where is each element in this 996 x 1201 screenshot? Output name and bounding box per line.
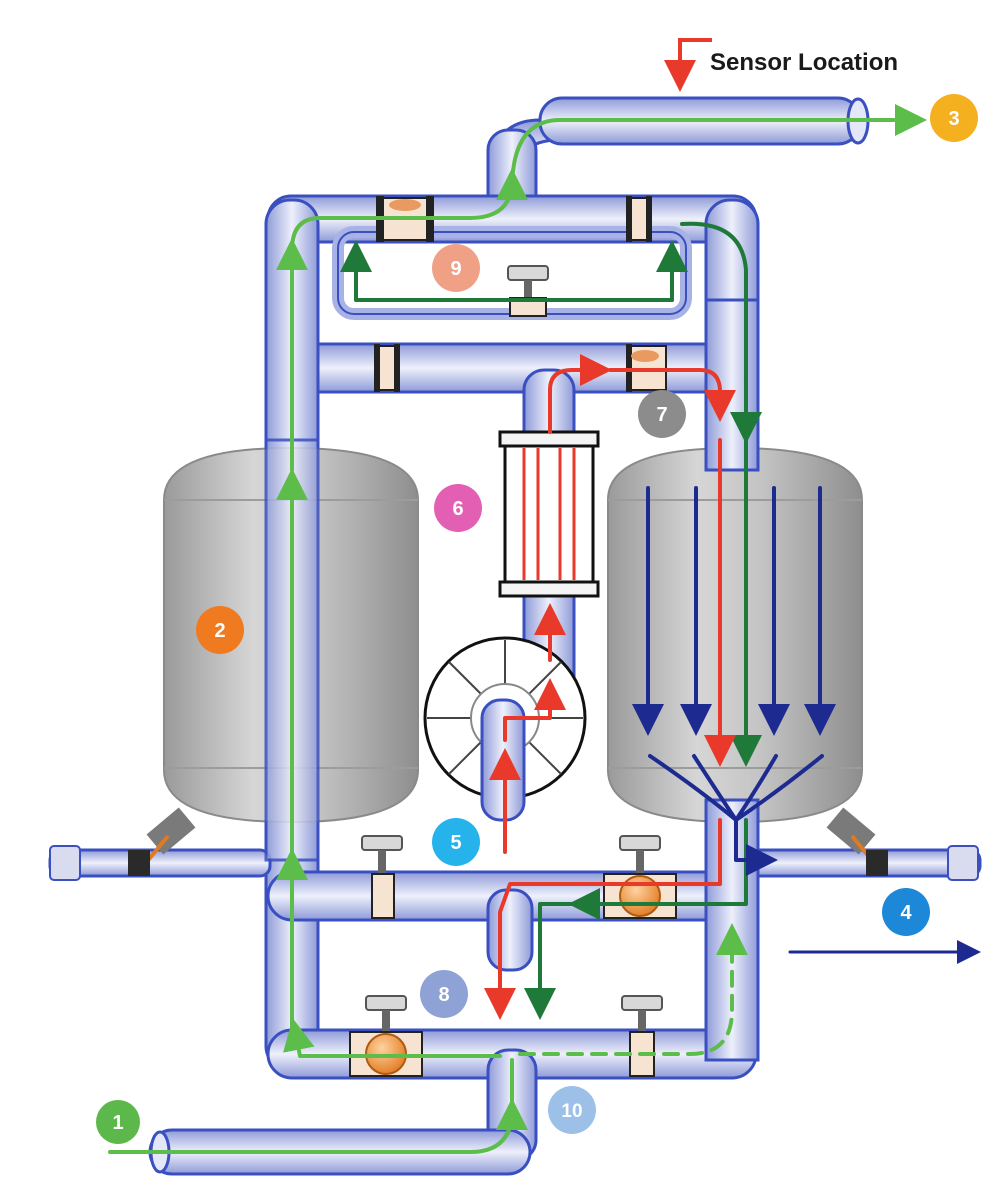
legend-label: Sensor Location	[710, 49, 898, 76]
badge-6: 6	[434, 484, 482, 532]
badge-8-label: 8	[438, 984, 449, 1006]
check-valve-top-right	[626, 196, 652, 242]
red-cross	[608, 368, 736, 422]
sensor-location-arrow	[664, 38, 712, 92]
green-flow-top	[290, 168, 528, 252]
badge-9: 9	[432, 244, 480, 292]
badge-6-label: 6	[452, 498, 463, 520]
right-side-pipe	[738, 848, 982, 878]
badge-4-label: 4	[900, 902, 912, 924]
badge-1: 1	[96, 1100, 140, 1144]
navy-converge	[648, 754, 824, 822]
navy-outlet-down	[734, 818, 778, 876]
number-badges: 1 2 3 4 5 6 7 8	[96, 94, 978, 1144]
red-blower-up	[503, 678, 566, 742]
side-fittings	[49, 807, 979, 881]
badge-10: 10	[548, 1086, 596, 1134]
vessel-right	[607, 446, 863, 824]
flow-arrows	[108, 104, 981, 1154]
badge-5: 5	[432, 818, 480, 866]
legend: Sensor Location	[664, 38, 898, 92]
badge-7-label: 7	[656, 404, 667, 426]
left-fitting	[49, 845, 81, 881]
lower-left-handwheel-valve	[361, 835, 403, 919]
badge-1-label: 1	[112, 1112, 123, 1134]
exhaust-elbow-pipe	[486, 888, 534, 972]
badge-9-label: 9	[450, 258, 461, 280]
right-fitting	[947, 845, 979, 881]
right-drain-sensor	[826, 807, 876, 855]
badge-2-label: 2	[214, 620, 225, 642]
darkgreen-purge-loop	[340, 240, 674, 302]
check-valve-mid-left	[374, 344, 400, 392]
red-return	[484, 818, 722, 1020]
green-flow-outlet	[510, 104, 927, 192]
badge-7: 7	[638, 390, 686, 438]
badge-8: 8	[420, 970, 468, 1018]
badge-3-label: 3	[948, 108, 959, 130]
badge-3: 3	[930, 94, 978, 142]
bottom-left-ball-valve	[349, 995, 423, 1077]
purge-handwheel-valve	[507, 265, 549, 317]
left-drain-sensor	[146, 807, 196, 855]
badge-5-label: 5	[450, 832, 461, 854]
darkgreen-exhaust	[524, 902, 578, 1020]
red-heater-riser	[548, 354, 612, 434]
green-flow-bottom-left	[283, 1018, 502, 1058]
heater	[498, 430, 600, 598]
green-dashed-branch	[518, 923, 748, 1056]
badge-4: 4	[882, 888, 930, 936]
left-side-pipe	[48, 848, 272, 878]
badge-10-label: 10	[561, 1101, 582, 1122]
darkgreen-down-right	[680, 221, 762, 444]
badge-2: 2	[196, 606, 244, 654]
